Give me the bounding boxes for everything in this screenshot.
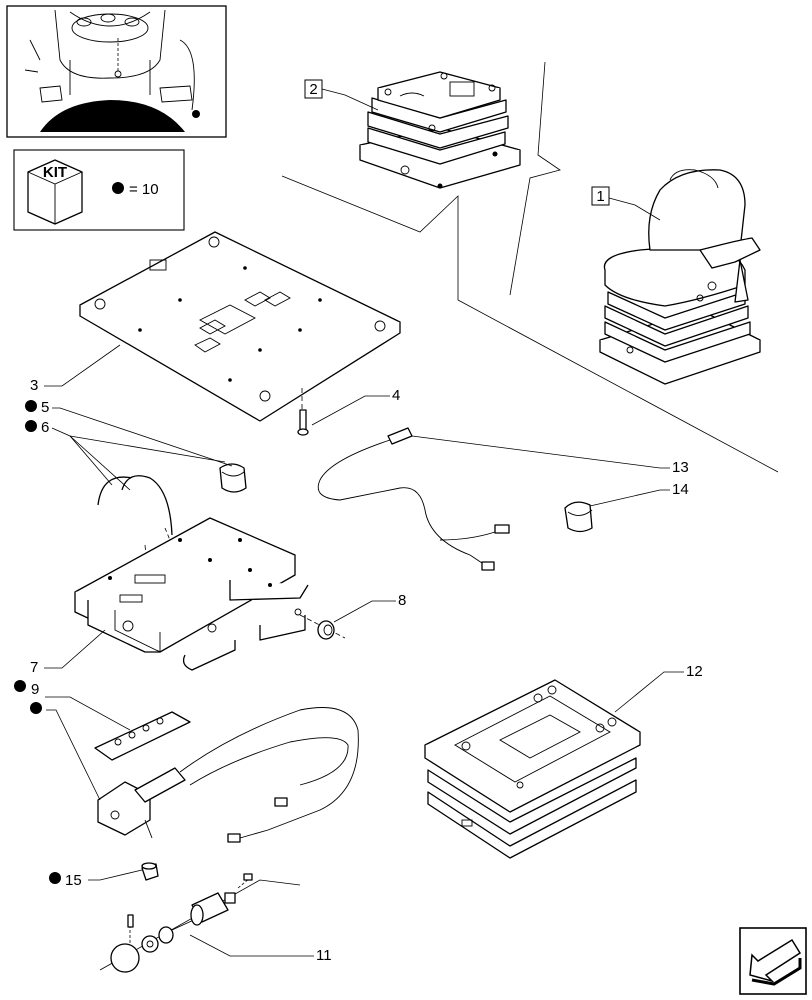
kit-label: KIT [43, 164, 67, 181]
kit-bullet-5 [25, 400, 37, 412]
bullet-icon [112, 182, 124, 194]
actuator-cable [97, 707, 359, 843]
kit-quantity: = 10 [129, 181, 159, 198]
next-page-arrow-icon[interactable] [739, 927, 807, 995]
callout-13: 13 [672, 459, 689, 476]
grommet [141, 862, 159, 881]
kit-bullet-15 [49, 872, 61, 884]
hole-plate [94, 711, 191, 761]
callout-5: 5 [41, 399, 49, 416]
kit-bullet-actuator [30, 702, 42, 714]
nut [299, 614, 346, 640]
strap-part-6 [97, 475, 173, 601]
wiring-harness [317, 427, 510, 571]
callout-7: 7 [30, 659, 38, 676]
bolt [297, 388, 309, 436]
tractor-cab-thumbnail [6, 5, 227, 138]
callout-1: 1 [596, 188, 604, 205]
callout-2: 2 [309, 81, 317, 98]
kit-bullet-9 [14, 680, 26, 692]
slide-bracket [74, 517, 309, 671]
callout-11: 11 [316, 947, 332, 964]
callout-14: 14 [672, 481, 689, 498]
callout-3: 3 [30, 377, 38, 394]
suspension-unit-top [359, 71, 521, 189]
callout-8: 8 [398, 592, 406, 609]
tractor-seat [599, 169, 761, 385]
callout-4: 4 [392, 387, 400, 404]
callout-12: 12 [686, 663, 703, 680]
bellows-cover [424, 679, 641, 859]
callout-6: 6 [41, 419, 49, 436]
seat-base-plate [79, 231, 401, 422]
callout-9: 9 [31, 681, 39, 698]
kit-bullet-6 [25, 420, 37, 432]
clip-part-5 [219, 463, 247, 493]
switch-assembly [99, 873, 301, 973]
callout-15: 15 [65, 872, 82, 889]
kit-legend: KIT = 10 [13, 149, 185, 231]
clip-part-14 [564, 501, 593, 533]
